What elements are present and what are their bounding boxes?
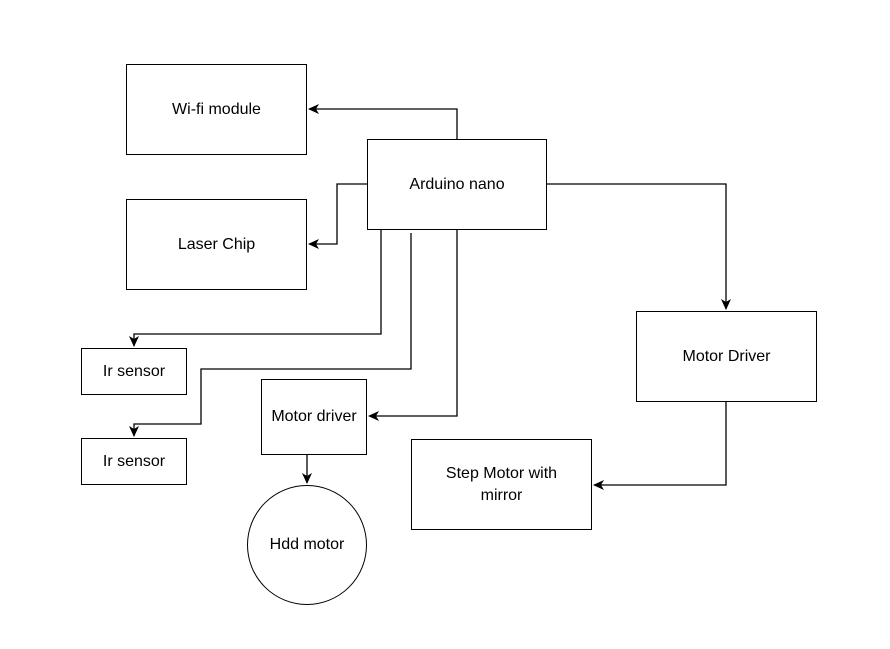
hdd-motor-node: Hdd motor bbox=[247, 485, 367, 605]
arduino-nano-node: Arduino nano bbox=[367, 139, 547, 230]
ir-sensor-label-1: Ir sensor bbox=[102, 362, 166, 380]
motor-driver-label-small: Motor driver bbox=[271, 408, 357, 425]
laser-chip-label: Laser Chip bbox=[177, 235, 256, 253]
edge-arduino-to-ir-sensor-2 bbox=[129, 233, 412, 437]
ir-sensor-node-1: Ir sensor bbox=[81, 348, 187, 395]
edge-arduino-to-motor-driver-small bbox=[368, 230, 458, 421]
step-motor-label: Step Motor with mirror bbox=[445, 464, 558, 504]
arduino-nano-label: Arduino nano bbox=[409, 175, 505, 193]
motor-driver-node-small: Motor driver bbox=[261, 379, 367, 455]
wifi-module-label: Wi-fi module bbox=[172, 100, 261, 118]
ir-sensor-node-2: Ir sensor bbox=[81, 438, 187, 485]
ir-sensor-label-2: Ir sensor bbox=[102, 452, 166, 470]
step-motor-node: Step Motor with mirror bbox=[411, 439, 592, 530]
edge-motor-driver-to-step-motor bbox=[593, 402, 727, 490]
edge-arduino-to-laser bbox=[308, 183, 367, 249]
motor-driver-label-large: Motor Driver bbox=[682, 347, 771, 365]
edge-arduino-to-wifi bbox=[308, 104, 458, 139]
edge-arduino-to-ir-sensor-1 bbox=[129, 230, 382, 347]
laser-chip-node: Laser Chip bbox=[126, 199, 307, 290]
motor-driver-node-large: Motor Driver bbox=[636, 311, 817, 402]
hdd-motor-label: Hdd motor bbox=[269, 536, 345, 553]
wifi-module-node: Wi-fi module bbox=[126, 64, 307, 155]
edge-arduino-to-motor-driver-big bbox=[547, 183, 731, 310]
